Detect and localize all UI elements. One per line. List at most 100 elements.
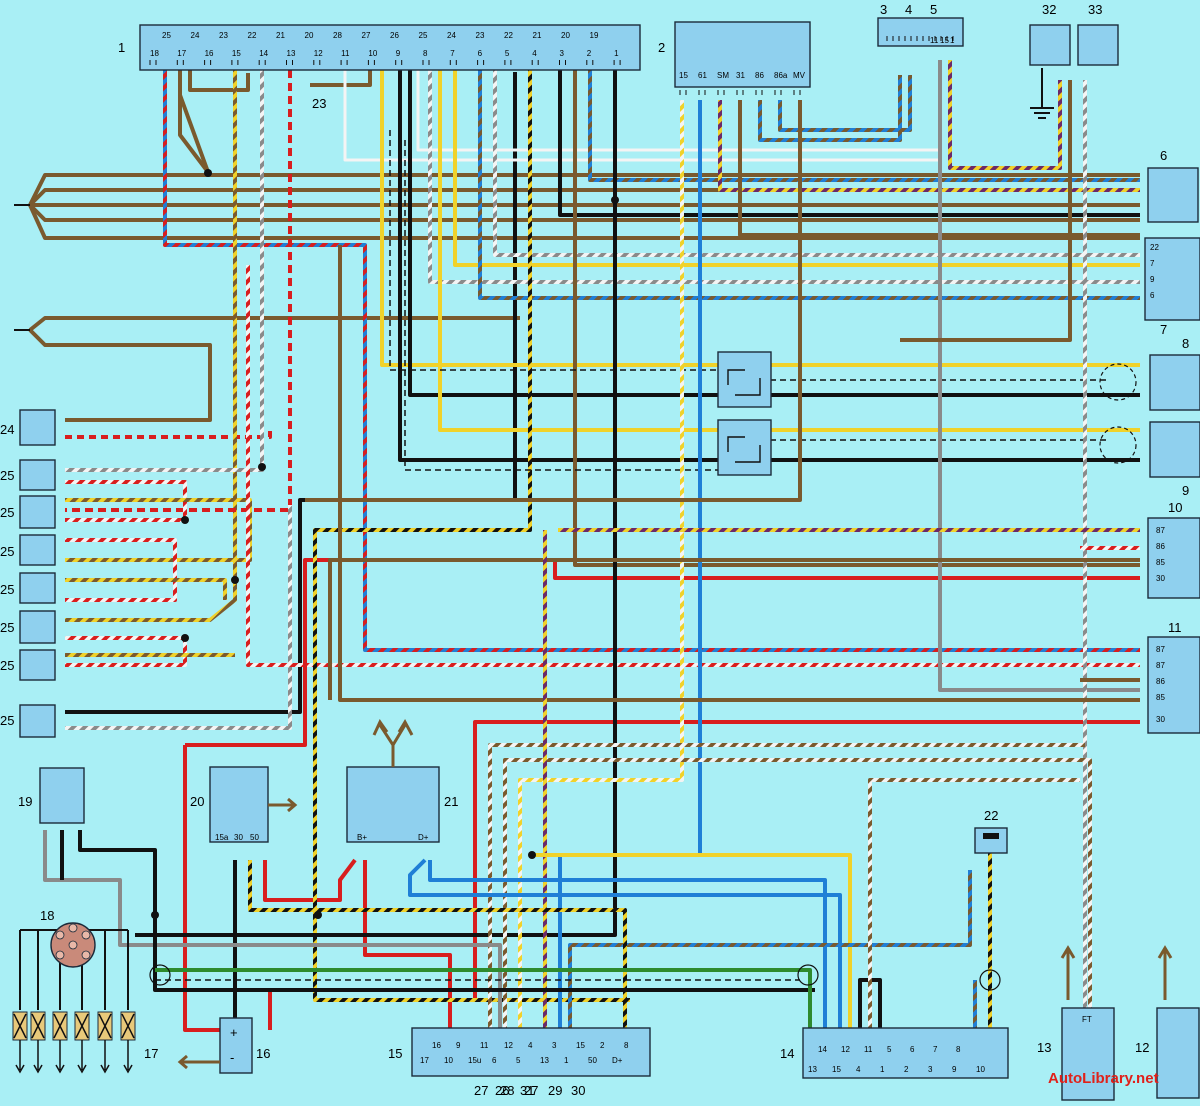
component-number-label: 14 — [780, 1046, 794, 1061]
ground-icon — [1030, 68, 1054, 119]
relay-contact-icon — [727, 436, 761, 463]
battery-16: + - — [177, 1017, 253, 1074]
component-21: B+D+ — [346, 718, 440, 843]
wire-red-13 — [65, 70, 292, 512]
wire-blue-86a — [778, 75, 912, 132]
arrow-up-icon — [372, 718, 414, 767]
component-number-label: 22 — [984, 808, 998, 823]
relay10-pin-label: 87 — [1156, 526, 1165, 535]
connector1-bottom-pin-label: 4 — [532, 49, 537, 58]
fusebox15-bottom-pin-label: 10 — [444, 1056, 453, 1065]
junction-dot — [231, 576, 239, 584]
component-24 — [19, 409, 56, 446]
junction-dot — [151, 911, 159, 919]
pin-socket-icon — [774, 90, 782, 95]
pin-socket-icon — [717, 90, 725, 95]
wire-brown-black-yellow — [313, 70, 630, 1002]
wire-red-black-24 — [65, 430, 272, 439]
connector1-bottom-pin-label: 2 — [587, 49, 592, 58]
wire-black-7 — [408, 70, 1140, 397]
pin-socket-icon — [793, 90, 801, 95]
connector1-bottom-pin-label: 11 — [341, 49, 350, 58]
pin-socket-icon — [531, 60, 539, 65]
connector1-top-pin-label: 22 — [248, 31, 257, 40]
connector1-top-pin-label: 19 — [590, 31, 599, 40]
component-number-label: 4 — [905, 2, 912, 17]
pin-socket-icon — [586, 60, 594, 65]
wire-white-6 — [416, 70, 940, 152]
pin-socket-icon — [886, 36, 894, 41]
connector2-pin-label: 86a — [774, 71, 788, 80]
wire-dashed-relay9 — [404, 140, 720, 471]
fusebox14-bottom-pin-label: 10 — [976, 1065, 985, 1074]
wire-dashed-relay8 — [389, 130, 720, 371]
component-number-label: 7 — [1160, 322, 1167, 337]
component-25a — [19, 459, 56, 491]
component-number-label: 25 — [0, 505, 14, 520]
wire-brown-white-5 — [493, 70, 1140, 257]
component20-pin-label: 50 — [250, 833, 259, 842]
wire-brown-11-85 — [338, 245, 1140, 702]
wire-brown-5 — [28, 204, 1140, 240]
component-number-label: 25 — [0, 620, 14, 635]
fusebox14-top-pin-label: 12 — [841, 1045, 850, 1054]
fusebox15-top-pin-label: 4 — [528, 1041, 533, 1050]
pin-socket-icon — [698, 90, 706, 95]
fusebox15-bottom-pin-label: 6 — [492, 1056, 497, 1065]
fusebox14-top-pin-label: 8 — [956, 1045, 961, 1054]
wire-blue-1 — [588, 70, 1140, 182]
wire-yellow-white-15 — [518, 100, 684, 1030]
shield-circle-9 — [1099, 426, 1137, 464]
component-number-label: 10 — [1168, 500, 1182, 515]
connector1-bottom-pin-label: 5 — [505, 49, 510, 58]
relay11-pin-label: 85 — [1156, 693, 1165, 702]
wire-brown-6 — [28, 316, 520, 332]
component-26 — [19, 704, 56, 738]
fusebox15-bottom-pin-label: D+ — [612, 1056, 623, 1065]
component-25d — [19, 572, 56, 604]
pin-socket-icon — [176, 60, 184, 65]
pin-socket-icon — [946, 36, 954, 41]
wire-red-20 — [246, 265, 1140, 667]
connector1-top-pin-label: 22 — [504, 31, 513, 40]
connector-loop-19 — [149, 964, 171, 986]
spark-plug-lead-icon — [98, 1013, 112, 1074]
watermark: AutoLibrary.net — [1048, 1070, 1159, 1087]
wire-brown-17b — [188, 70, 250, 92]
component-number-label: 25 — [0, 468, 14, 483]
pin-socket-icon — [898, 36, 906, 41]
spark-plug-lead-icon — [31, 1013, 45, 1074]
connector1-top-pin-label: 24 — [191, 31, 200, 40]
fusebox15-bottom-pin-label: 17 — [420, 1056, 429, 1065]
wire-brown-17c — [178, 94, 210, 173]
connector1-top-pin-label: 21 — [533, 31, 542, 40]
connector1-top-pin-label: 24 — [447, 31, 456, 40]
junction-dot — [181, 634, 189, 642]
wire-black-3 — [558, 70, 1140, 217]
connector1-bottom-pin-label: 1 — [614, 49, 619, 58]
wiring-harness — [19, 60, 1140, 1032]
connector1-bottom-pin-label: 3 — [560, 49, 565, 58]
connector1-bottom-pin-label: 17 — [177, 49, 186, 58]
arrow-left-icon — [177, 1054, 220, 1070]
fusebox14-top-pin-label: 6 — [910, 1045, 915, 1054]
relay-contact-icon — [727, 369, 761, 396]
junction-dot — [528, 851, 536, 859]
wire-brown-yellow-16 — [65, 70, 237, 622]
wire-green-19 — [155, 968, 812, 1030]
fusebox15-bottom-pin-label: 5 — [516, 1056, 521, 1065]
spark-plug-lead-icon — [53, 1013, 67, 1074]
connector1-top-pin-label: 27 — [362, 31, 371, 40]
component-number-label: 15 — [388, 1046, 402, 1061]
connector1-bottom-pin-label: 16 — [205, 49, 214, 58]
component-25c — [19, 534, 56, 566]
component-number-label: 5 — [930, 2, 937, 17]
junction-dot — [611, 196, 619, 204]
pin-socket-icon — [613, 60, 621, 65]
component21-pin-label: D+ — [418, 833, 429, 842]
pin-socket-icon — [286, 60, 293, 65]
wire-brown-11 — [310, 70, 372, 87]
